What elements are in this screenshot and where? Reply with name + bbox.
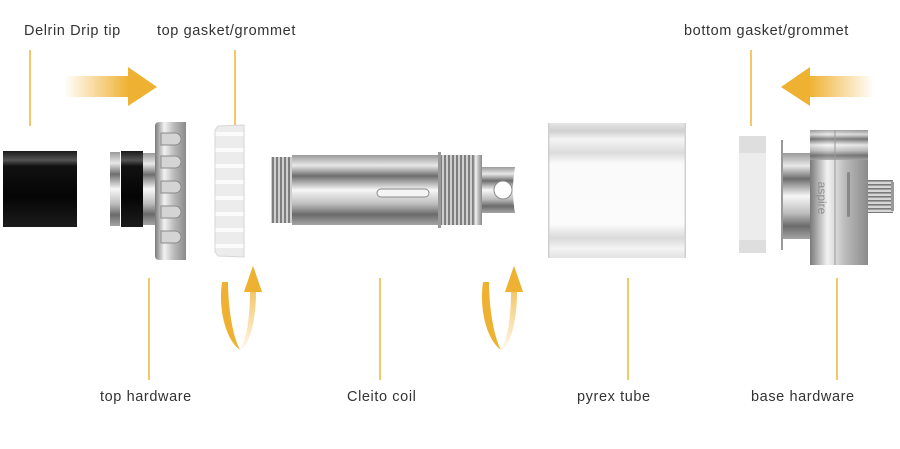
top-gasket-part — [214, 124, 245, 258]
leader-line-bottom-gasket — [750, 50, 752, 126]
leader-line-base — [836, 278, 838, 380]
label-delrin-drip-tip: Delrin Drip tip — [24, 23, 121, 39]
rotate-arrow-icon — [220, 266, 262, 350]
bottom-gasket-part — [739, 136, 766, 253]
cleito-coil-part — [271, 152, 515, 228]
leader-line-pyrex — [627, 278, 629, 380]
leader-line-top-gasket — [234, 50, 236, 126]
label-top-gasket: top gasket/grommet — [157, 23, 296, 39]
leader-line-delrin — [29, 50, 31, 126]
label-cleito-coil: Cleito coil — [347, 389, 417, 405]
label-bottom-gasket: bottom gasket/grommet — [684, 23, 849, 39]
leader-line-top-hardware — [148, 278, 150, 380]
rotate-arrow-icon — [481, 266, 523, 350]
leader-line-cleito — [379, 278, 381, 380]
aspire-logo: aspire — [815, 182, 829, 215]
top-hardware-part — [110, 122, 186, 260]
label-base-hardware: base hardware — [751, 389, 855, 405]
arrow-right-icon — [64, 67, 157, 106]
pyrex-tube-part — [548, 123, 686, 258]
delrin-drip-tip-part — [3, 151, 77, 227]
arrow-left-icon — [781, 67, 874, 106]
label-top-hardware: top hardware — [100, 389, 192, 405]
base-hardware-part: aspire — [781, 130, 894, 265]
label-pyrex-tube: pyrex tube — [577, 389, 651, 405]
